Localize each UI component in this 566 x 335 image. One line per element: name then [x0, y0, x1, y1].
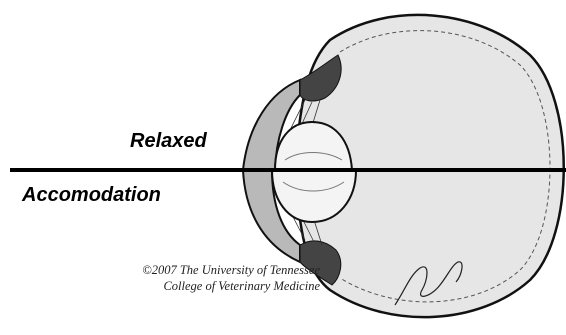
copyright-credit: ©2007 The University of Tennessee Colleg…: [60, 262, 320, 294]
label-accommodation: Accomodation: [22, 184, 161, 207]
credit-line-2: College of Veterinary Medicine: [60, 278, 320, 294]
label-relaxed: Relaxed: [130, 130, 207, 153]
credit-line-1: ©2007 The University of Tennessee: [60, 262, 320, 278]
